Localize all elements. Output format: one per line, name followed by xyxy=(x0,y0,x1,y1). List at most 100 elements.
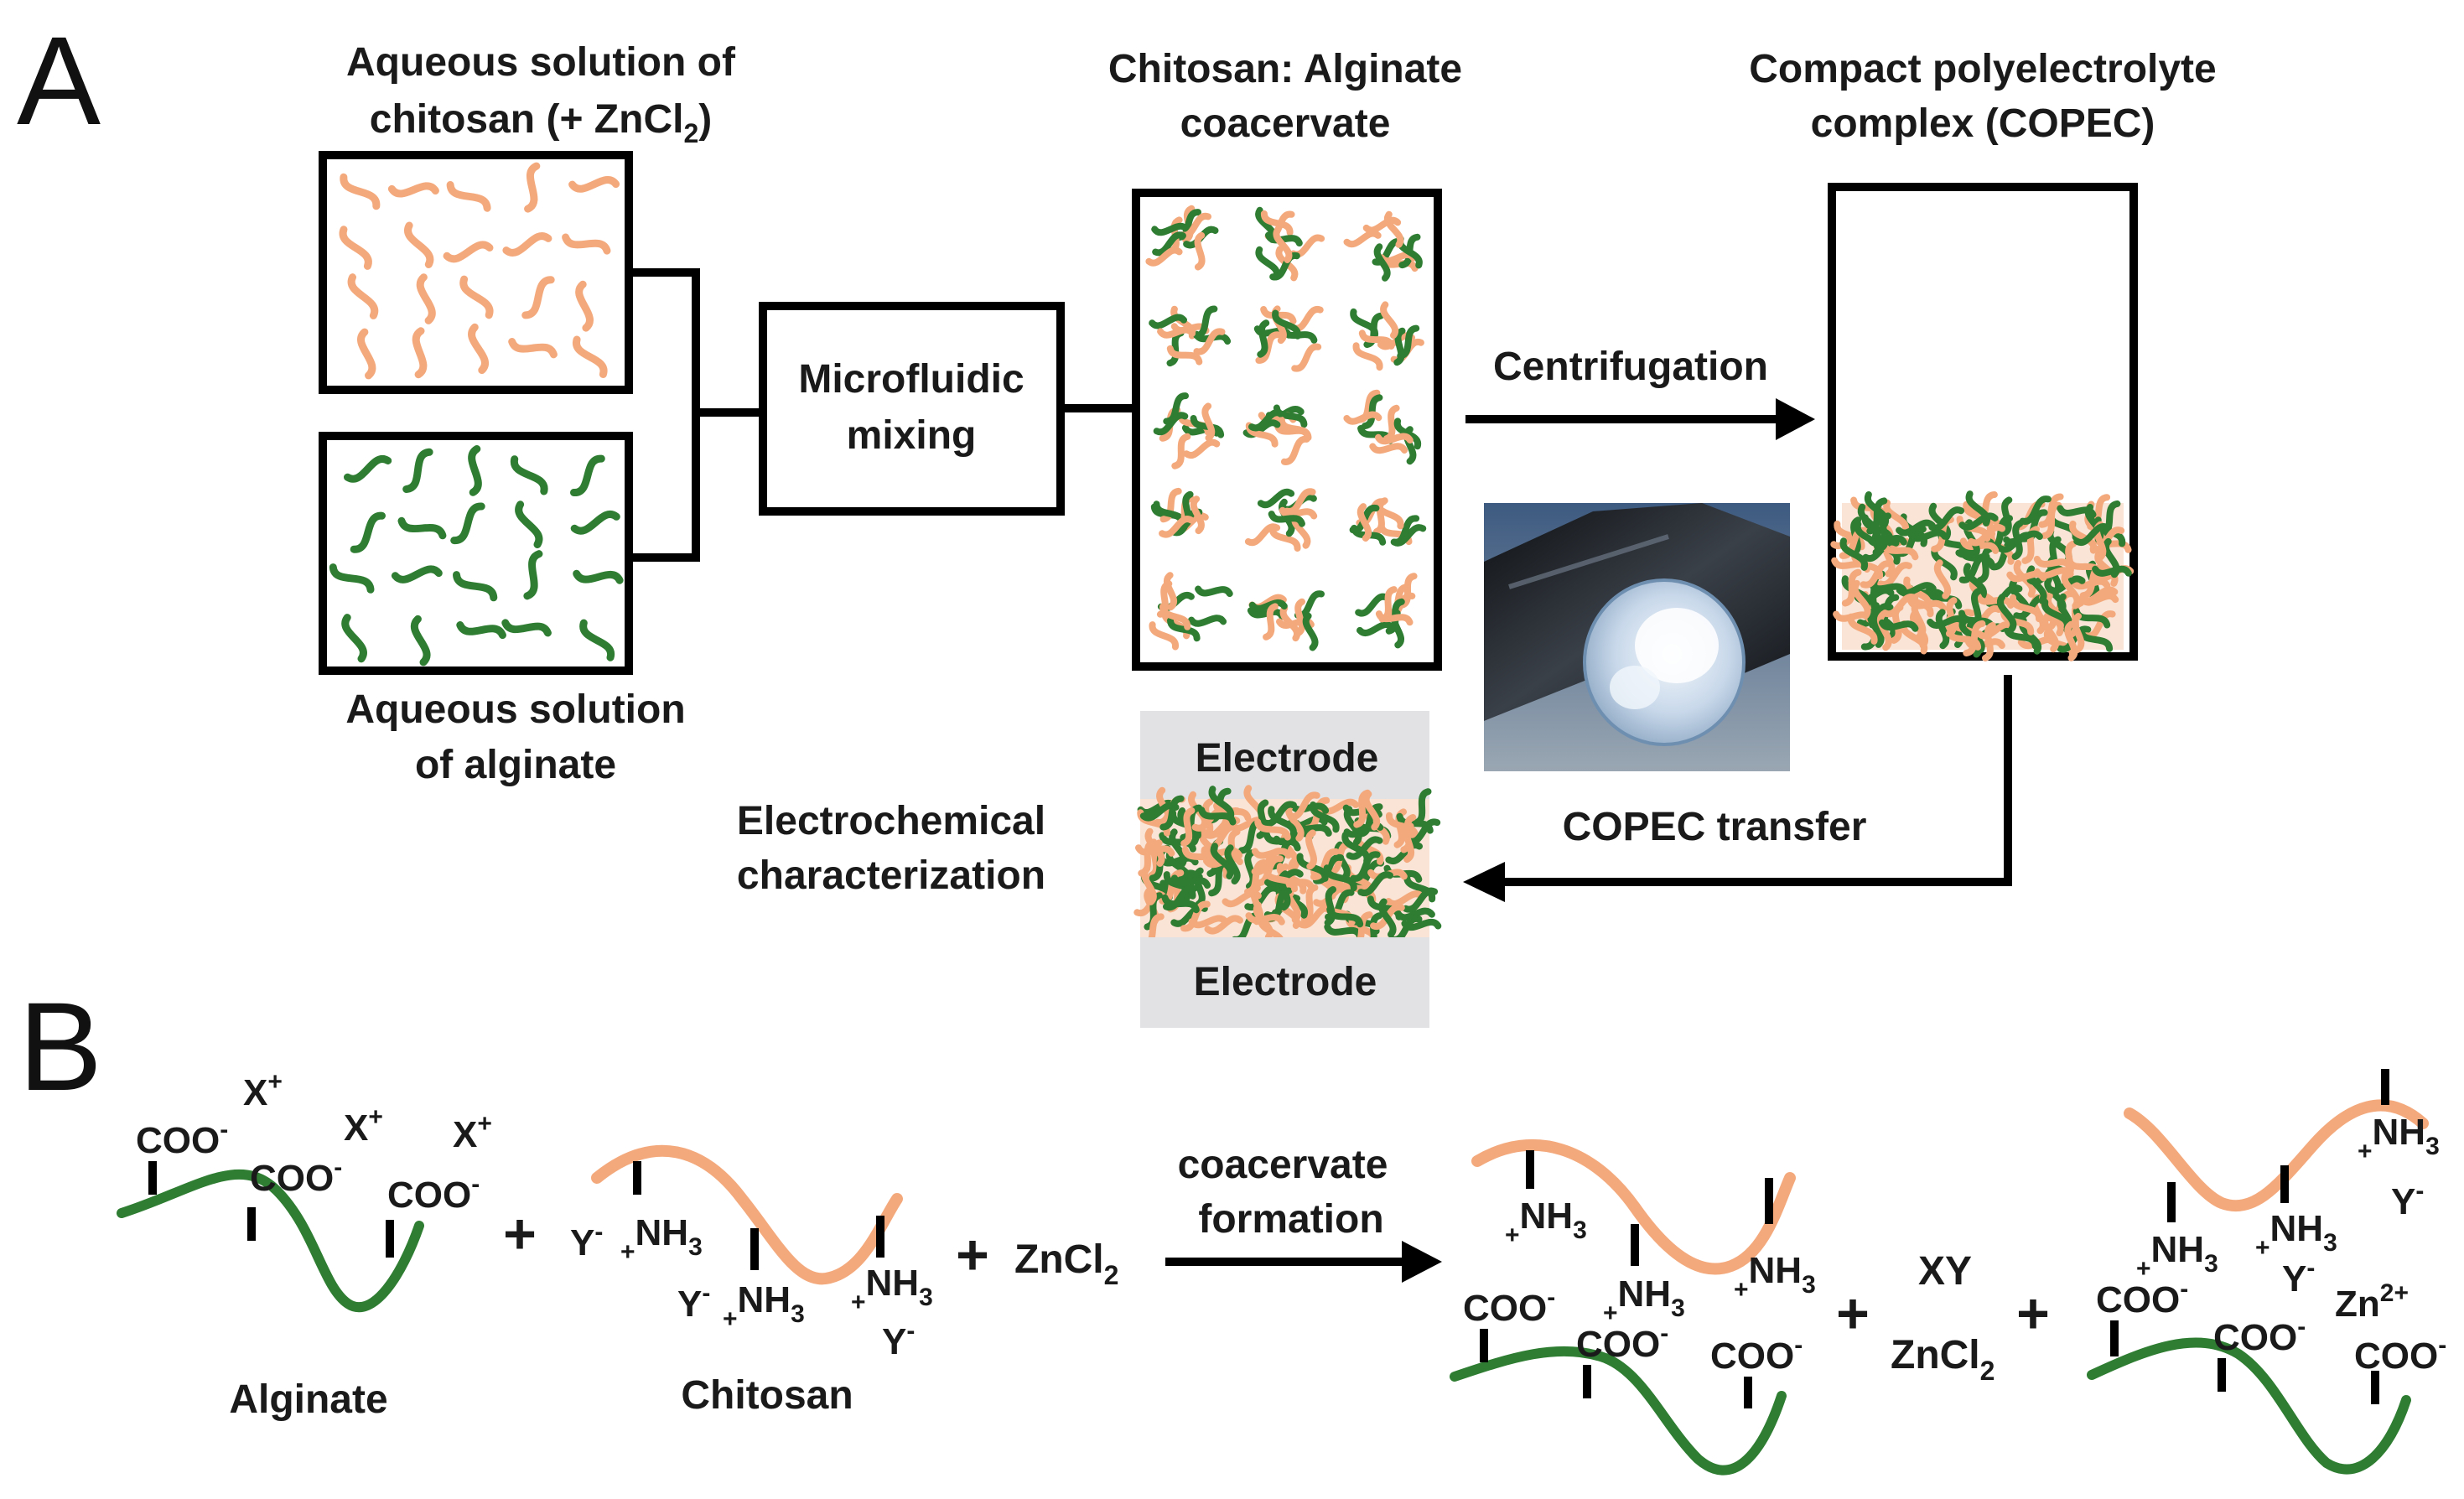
mat-strand xyxy=(2010,594,2042,623)
alginate-strand xyxy=(573,569,624,584)
mat-strand xyxy=(2061,569,2081,609)
mat-strand xyxy=(2003,530,2043,547)
mat-strand xyxy=(1171,874,1211,889)
mat-strand xyxy=(1289,801,1330,814)
mat-strand xyxy=(1254,818,1291,841)
chitosan-strand xyxy=(446,181,491,212)
mat-strand xyxy=(1263,867,1298,893)
product2-zn2plus: Zn2+ xyxy=(2335,1279,2409,1325)
mixing-label-line2: mixing xyxy=(847,413,977,458)
product1-nh3-3: +NH3 xyxy=(1734,1250,1816,1304)
alginate-strand xyxy=(329,563,375,594)
mat-strand xyxy=(1860,560,1894,589)
product1-chitosan-chain xyxy=(1471,1139,1796,1275)
product2-coo-3: COO- xyxy=(2354,1331,2446,1377)
chitosan-strands xyxy=(339,162,620,380)
product2-nh3-1: +NH3 xyxy=(2136,1229,2218,1283)
coacervate-strand xyxy=(1188,615,1227,627)
coacervate-strand xyxy=(1373,243,1391,282)
chitosan-nh3-1: +NH3 xyxy=(620,1212,703,1266)
coacervate-strand xyxy=(1302,612,1319,651)
coacervate-strand xyxy=(1151,222,1191,236)
chitosan-strand xyxy=(357,328,376,380)
coacervate-strand xyxy=(1294,598,1305,637)
copec-title-line2: complex (COPEC) xyxy=(1811,101,2155,146)
mixing-label-line1: Microfluidic xyxy=(798,357,1024,402)
chitosan-strand xyxy=(524,162,541,213)
coacervate-strand xyxy=(1383,404,1400,442)
mat-strand xyxy=(1350,851,1381,882)
mat-strand xyxy=(1276,863,1307,895)
mat-strand xyxy=(1910,609,1928,649)
mat-strand xyxy=(1224,844,1241,884)
coacervate-strand xyxy=(1268,511,1305,527)
mat-strand xyxy=(1928,502,1951,541)
mat-strand xyxy=(1346,836,1383,860)
mat-strand xyxy=(1386,812,1419,840)
coacervate-strand xyxy=(1278,417,1312,441)
coacervate-strand xyxy=(1265,231,1303,246)
coacervate-strand xyxy=(1193,328,1226,355)
coacervate-strand xyxy=(1195,585,1233,598)
coacervate-strand xyxy=(1166,345,1203,366)
mat-strand xyxy=(1252,848,1292,859)
alginate-strand xyxy=(341,614,367,663)
chitosan-solution-subscript: 2 xyxy=(683,118,698,148)
plus-sign-3: + xyxy=(1836,1282,1870,1346)
alginate-label: Alginate xyxy=(229,1377,387,1422)
inlet-connector xyxy=(629,268,763,562)
electrochem-label-line1: Electrochemical xyxy=(737,799,1045,843)
coacervate-strand xyxy=(1180,490,1194,529)
chitosan-strand xyxy=(387,182,439,198)
mat-strand xyxy=(1181,846,1219,868)
coacervate-strand xyxy=(1375,499,1404,530)
coacervate-strand xyxy=(1375,433,1414,445)
chitosan-solution-tail: ) xyxy=(698,97,712,142)
mat-strand xyxy=(2057,505,2097,518)
alginate-solution-title-line2: of alginate xyxy=(415,743,616,787)
mat-strand xyxy=(1868,580,1908,595)
alginate-strand xyxy=(523,550,543,600)
copec-transfer-label: COPEC transfer xyxy=(1563,805,1867,849)
mat-strand xyxy=(1412,788,1432,827)
coacervate-strand xyxy=(1373,497,1388,535)
alginate-coo-3: COO- xyxy=(387,1170,480,1216)
mat-strand xyxy=(2078,627,2114,652)
xy-byproduct: XY xyxy=(1918,1249,1972,1294)
zncl2-byproduct: ZnCl2 xyxy=(1891,1333,1995,1386)
mat-strand xyxy=(1927,615,1968,629)
chitosan-strand xyxy=(404,221,434,268)
mat-strand xyxy=(2078,592,2119,606)
mat-strand xyxy=(1268,806,1297,838)
mat-strand xyxy=(1403,873,1436,903)
mat-strand xyxy=(1903,576,1932,609)
coacervate-strand xyxy=(1244,523,1281,547)
chitosan-strand xyxy=(468,323,489,375)
coacervate-strand xyxy=(1383,210,1404,248)
coacervate-strand xyxy=(1171,433,1191,469)
coacervate-strand xyxy=(1363,312,1384,348)
mat-strand xyxy=(1310,848,1340,880)
coacervate-strand xyxy=(1149,314,1187,329)
alginate-coo-1: COO- xyxy=(136,1116,228,1161)
alginate-strand xyxy=(515,501,543,548)
chitosan-strand xyxy=(347,273,379,319)
mat-strand xyxy=(1135,844,1175,857)
chitosan-y-1: Y- xyxy=(570,1218,603,1263)
alginate-strand xyxy=(570,454,605,496)
alginate-strand xyxy=(511,455,548,495)
mat-strand xyxy=(1353,789,1372,828)
coacervate-strand xyxy=(1248,599,1288,612)
coacervate-strand xyxy=(1159,516,1195,538)
plus-sign-1: + xyxy=(503,1202,537,1266)
mat-strand xyxy=(1159,795,1185,831)
alginate-strand xyxy=(501,619,552,637)
electrode-bottom-label: Electrode xyxy=(1194,960,1377,1004)
mat-strand xyxy=(1876,610,1892,651)
alginate-strand xyxy=(391,565,443,584)
mat-strand xyxy=(1968,524,2005,547)
chitosan-strand xyxy=(575,280,594,332)
mat-strand xyxy=(1208,786,1235,822)
panel-a-letter: A xyxy=(17,10,101,151)
coacervate-clusters xyxy=(1145,205,1427,651)
